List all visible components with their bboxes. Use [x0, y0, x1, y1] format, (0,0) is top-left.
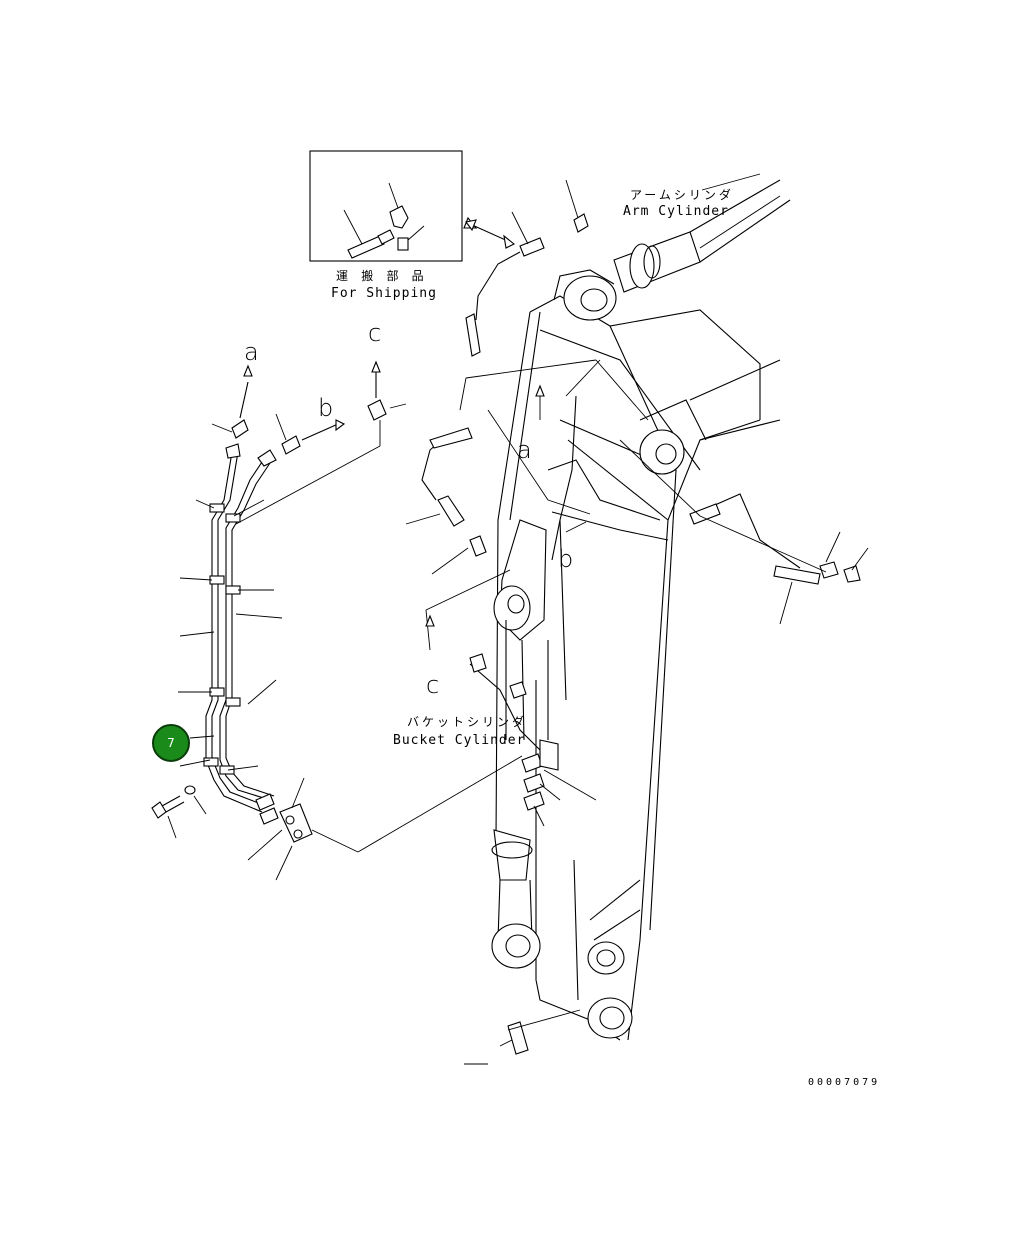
double-arrow-icon: [463, 216, 516, 249]
arm-body: [405, 173, 869, 1065]
bucket-cylinder-label-en: Bucket Cylinder: [393, 733, 526, 748]
shipping-label-en: For Shipping: [331, 286, 437, 301]
fittings-left: [231, 360, 407, 525]
ref-letter-b-right: b: [558, 545, 574, 573]
ref-letter-b-left: b: [318, 394, 334, 422]
bucket-cylinder-label-jp: バケットシリンダ: [407, 715, 528, 729]
callout-number: 7: [167, 736, 175, 750]
arm-cylinder-label-jp: アームシリンダ: [630, 188, 734, 202]
callout-badge-7[interactable]: 7: [152, 724, 190, 762]
arm-cylinder-label-en: Arm Cylinder: [623, 204, 729, 219]
ref-letter-c-right: c: [426, 671, 440, 699]
hose-assembly-left: [151, 413, 523, 881]
drawing-number: 00007079: [808, 1077, 881, 1088]
ref-letter-c-left: c: [368, 319, 382, 347]
ref-letter-a-left: a: [244, 338, 259, 366]
ref-letter-a-right: a: [517, 436, 532, 464]
shipping-box: [309, 150, 463, 262]
shipping-label-jp: 運 搬 部 品: [336, 269, 427, 283]
